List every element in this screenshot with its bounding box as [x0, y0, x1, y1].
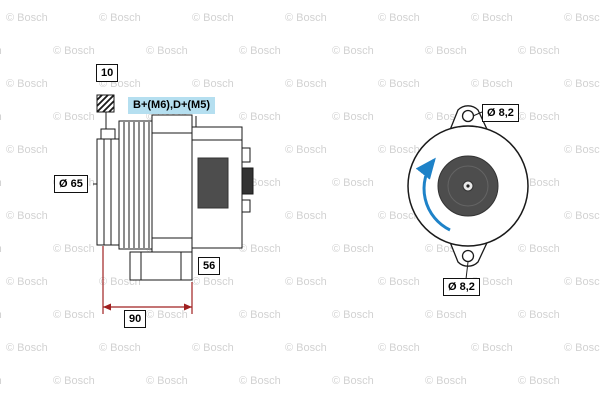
watermark-text: © Bosch: [378, 144, 420, 156]
belt-width-label: 10: [96, 64, 119, 82]
watermark-text: © Bosch: [53, 243, 95, 255]
belt-cross-section-hatch: [96, 94, 115, 129]
watermark-text: © Bosch: [192, 78, 234, 90]
watermark-text: © Bosch: [53, 45, 95, 57]
terminal-stud: [241, 147, 251, 163]
watermark-text: © Bosch: [425, 375, 467, 387]
dimension-90-lines: [102, 246, 193, 314]
alternator-side-view: [93, 94, 254, 281]
watermark-text: © Bosch: [146, 309, 188, 321]
watermark-text: © Bosch: [425, 309, 467, 321]
watermark-text: © Bosch: [239, 243, 281, 255]
watermark-text: © Bosch: [425, 45, 467, 57]
front-housing-fins: [118, 120, 153, 250]
watermark-text: © Bosch: [192, 276, 234, 288]
bottom-hole-leader: [465, 261, 469, 280]
watermark-text: © Bosch: [332, 111, 374, 123]
mounting-foot: [129, 251, 193, 281]
watermark-text: © Bosch: [471, 78, 513, 90]
shaft-center-dot: [466, 184, 470, 188]
terminal-designation-label: B+(M6),D+(M5): [128, 97, 216, 114]
watermark-text: © Bosch: [239, 309, 281, 321]
watermark-text: © Bosch: [564, 276, 600, 288]
watermark-text: © Bosch: [518, 309, 560, 321]
watermark-text: © Bosch: [6, 144, 48, 156]
terminal-block: [241, 167, 254, 195]
watermark-text: © Bosch: [6, 276, 48, 288]
pulley: [96, 128, 120, 246]
watermark-text: © Bosch: [0, 243, 2, 255]
watermark-text: © Bosch: [564, 144, 600, 156]
watermark-text: © Bosch: [285, 12, 327, 24]
watermark-text: © Bosch: [6, 342, 48, 354]
watermark-text: © Bosch: [285, 144, 327, 156]
watermark-text: © Bosch: [518, 45, 560, 57]
watermark-text: © Bosch: [53, 375, 95, 387]
watermark-text: © Bosch: [332, 177, 374, 189]
watermark-text: © Bosch: [6, 12, 48, 24]
watermark-text: © Bosch: [6, 210, 48, 222]
watermark-text: © Bosch: [518, 243, 560, 255]
mounting-hole-top: [461, 109, 475, 123]
connector-56-label: 56: [198, 257, 221, 275]
watermark-text: © Bosch: [239, 375, 281, 387]
hub-ring: [447, 165, 489, 207]
watermark-text: © Bosch: [564, 210, 600, 222]
alternator-front-view: [407, 105, 529, 280]
watermark-text: © Bosch: [471, 276, 513, 288]
watermark-text: © Bosch: [239, 45, 281, 57]
watermark-text: © Bosch: [332, 243, 374, 255]
watermark-text: © Bosch: [0, 309, 2, 321]
watermark-text: © Bosch: [332, 45, 374, 57]
watermark-text: © Bosch: [285, 78, 327, 90]
watermark-text: © Bosch: [0, 177, 2, 189]
rotation-direction-arrow-icon: [415, 157, 451, 232]
watermark-text: © Bosch: [378, 78, 420, 90]
watermark-text: © Bosch: [378, 276, 420, 288]
watermark-text: © Bosch: [378, 12, 420, 24]
watermark-text: © Bosch: [332, 375, 374, 387]
bottom-hole-diameter-label: Ø 8,2: [443, 278, 480, 296]
watermark-text: © Bosch: [378, 342, 420, 354]
watermark-text: © Bosch: [518, 375, 560, 387]
watermark-text: © Bosch: [378, 210, 420, 222]
watermark-text: © Bosch: [239, 111, 281, 123]
watermark-text: © Bosch: [6, 78, 48, 90]
length-dimension-label: 90: [124, 310, 147, 328]
watermark-text: © Bosch: [285, 276, 327, 288]
terminal-stud: [241, 199, 251, 213]
watermark-text: © Bosch: [0, 111, 2, 123]
watermark-text: © Bosch: [0, 375, 2, 387]
watermark-text: © Bosch: [471, 342, 513, 354]
watermark-text: © Bosch: [192, 342, 234, 354]
watermark-text: © Bosch: [53, 309, 95, 321]
watermark-text: © Bosch: [285, 342, 327, 354]
pulley-diameter-label: Ø 65: [54, 175, 88, 193]
watermark-text: © Bosch: [564, 78, 600, 90]
watermark-text: © Bosch: [332, 309, 374, 321]
watermark-text: © Bosch: [564, 12, 600, 24]
watermark-text: © Bosch: [518, 111, 560, 123]
watermark-text: © Bosch: [146, 45, 188, 57]
top-hole-leader: [472, 111, 483, 117]
watermark-text: © Bosch: [146, 375, 188, 387]
rear-housing: [191, 116, 254, 249]
watermark-text: © Bosch: [0, 45, 2, 57]
watermark-text: © Bosch: [192, 12, 234, 24]
top-hole-diameter-label: Ø 8,2: [482, 104, 519, 122]
watermark-text: © Bosch: [285, 210, 327, 222]
middle-housing: [151, 114, 193, 253]
watermark-text: © Bosch: [99, 12, 141, 24]
watermark-text: © Bosch: [53, 111, 95, 123]
watermark-text: © Bosch: [564, 342, 600, 354]
mounting-hole-bottom: [461, 249, 475, 263]
watermark-text: © Bosch: [99, 342, 141, 354]
watermark-text: © Bosch: [471, 12, 513, 24]
